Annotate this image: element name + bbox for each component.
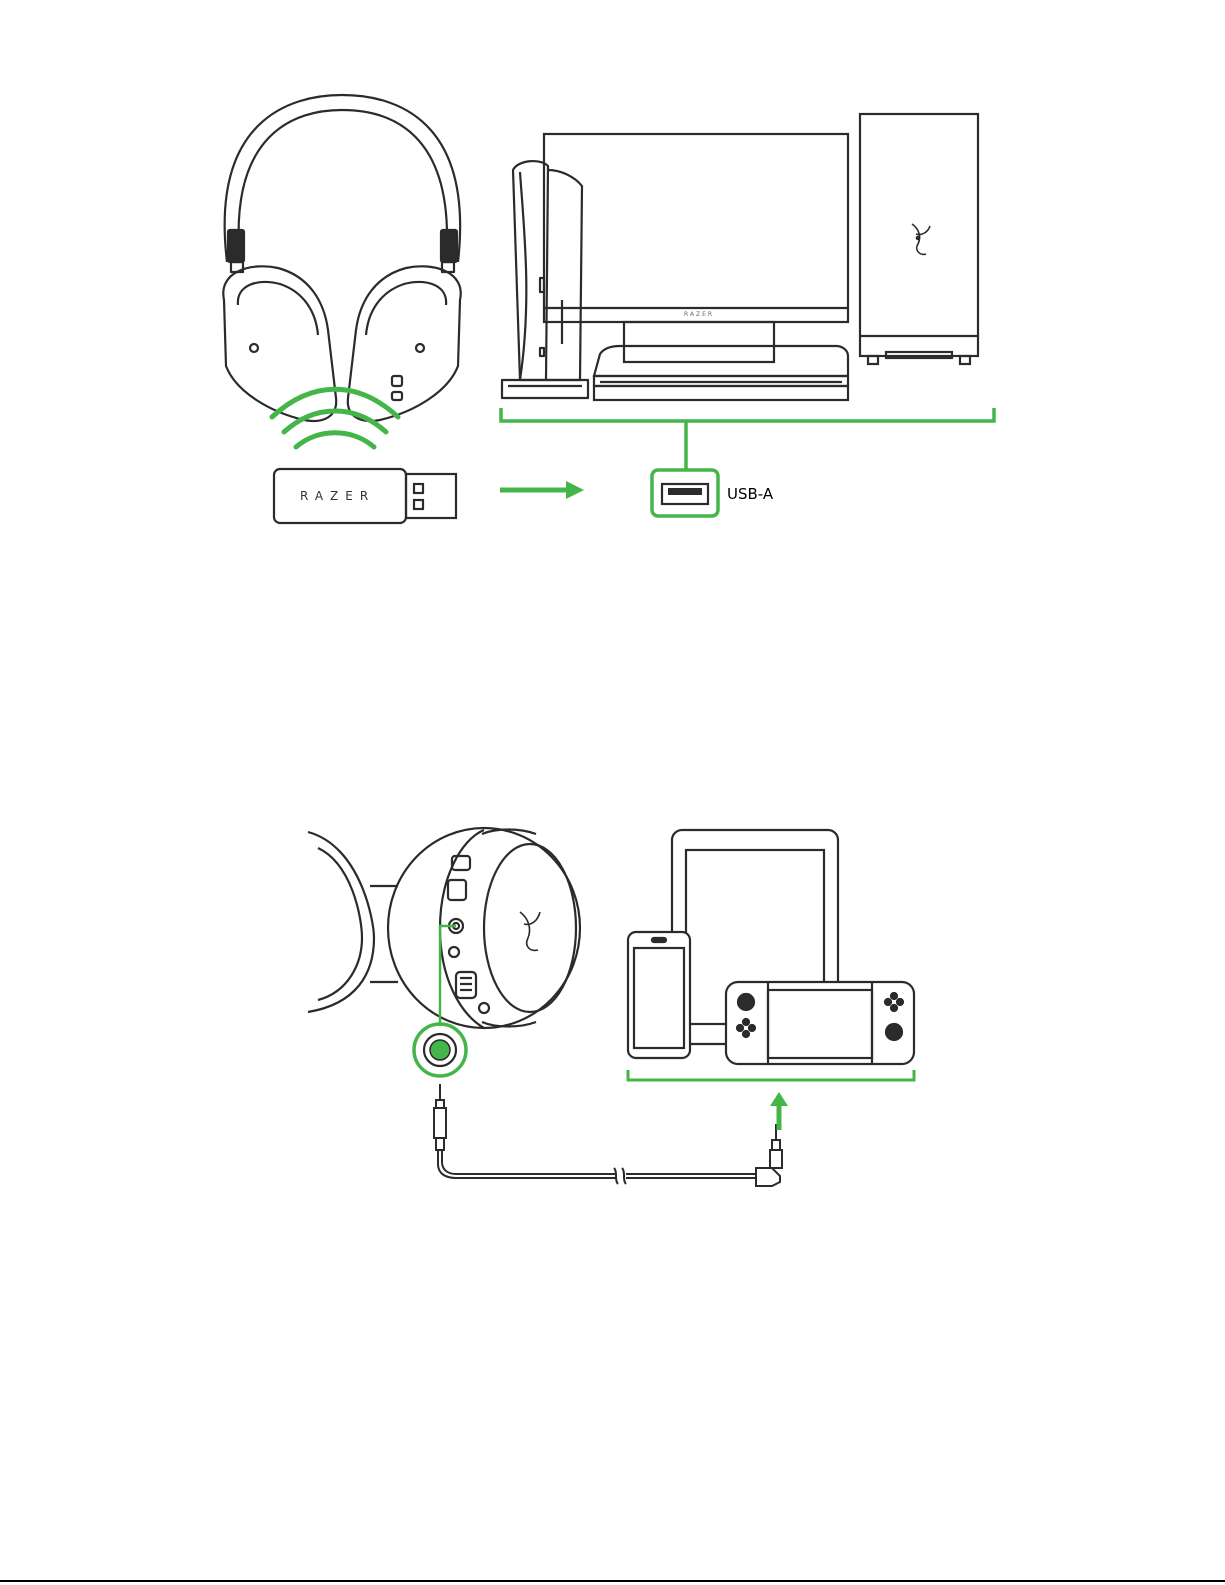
headset-side-illustration — [308, 828, 580, 1028]
monitor-illustration: RAZER — [544, 134, 848, 362]
razer-snake-logo-icon — [520, 912, 540, 950]
razer-snake-logo-icon — [912, 224, 930, 254]
headphone-jack-icon — [424, 1034, 456, 1066]
wireless-connection-section: RAZER RAZER — [223, 95, 994, 523]
arrow-right-icon — [500, 481, 584, 499]
usb-dongle-illustration: RAZER — [274, 469, 456, 523]
mobile-device-group-bracket — [628, 1070, 914, 1080]
page-bottom-rule — [0, 1580, 1225, 1582]
usb-port-label: USB-A — [727, 485, 774, 503]
headset-front-illustration — [223, 95, 460, 421]
wired-connection-section — [308, 828, 914, 1186]
arrow-up-icon — [770, 1092, 788, 1130]
device-group-bracket — [501, 408, 994, 470]
pc-tower-illustration — [860, 114, 978, 364]
dongle-brand-label: RAZER — [300, 489, 375, 503]
audio-cable-illustration — [434, 1084, 782, 1186]
usb-a-port-icon — [652, 470, 718, 516]
console-ps4-illustration — [594, 346, 848, 400]
handheld-console-illustration — [726, 982, 914, 1064]
smartphone-illustration — [628, 932, 690, 1058]
monitor-brand-label: RAZER — [684, 311, 714, 318]
